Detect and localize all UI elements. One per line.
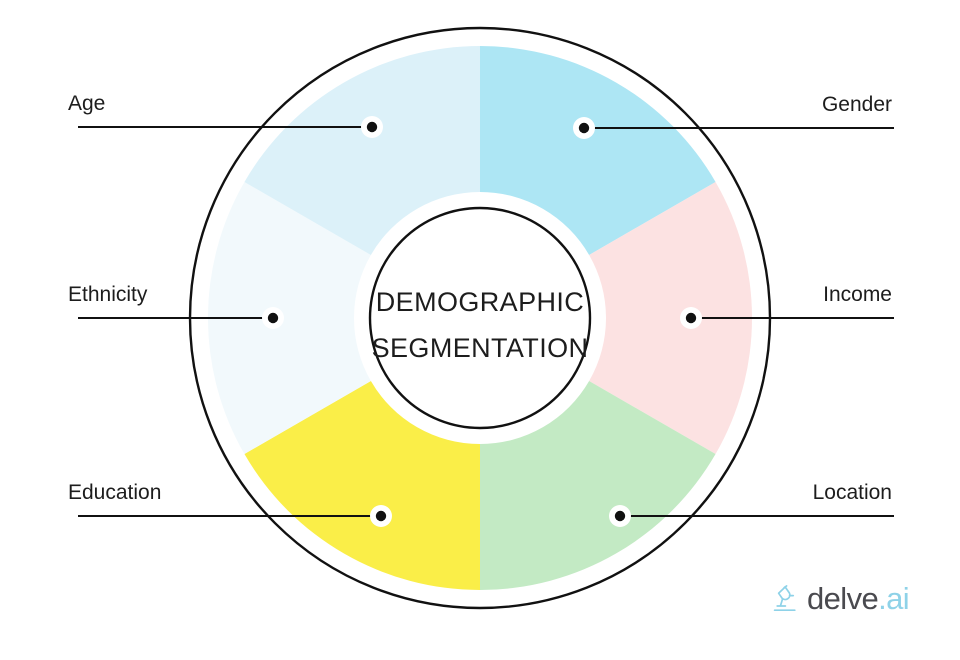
connector-dot-ethnicity[interactable] [267, 312, 279, 324]
segment-group [207, 46, 752, 590]
connector-dot-location[interactable] [614, 510, 626, 522]
callout-ethnicity[interactable]: Ethnicity [68, 283, 284, 329]
brand-name-tld: .ai [878, 581, 910, 616]
segment-age[interactable] [480, 46, 716, 255]
segment-gender[interactable] [589, 182, 752, 454]
callout-income[interactable]: Income [680, 283, 894, 329]
segment-income[interactable] [480, 381, 716, 590]
label-gender: Gender [822, 93, 892, 116]
delve-ai-logo[interactable]: delve.ai [772, 581, 910, 616]
callout-education[interactable]: Education [68, 481, 392, 527]
callout-location[interactable]: Location [609, 481, 894, 527]
microscope-icon [773, 584, 796, 611]
connector-dot-education[interactable] [375, 510, 387, 522]
center-title-line-2: SEGMENTATION [372, 333, 589, 363]
label-ethnicity: Ethnicity [68, 283, 148, 306]
segment-education[interactable] [207, 182, 371, 454]
connector-dot-income[interactable] [685, 312, 697, 324]
brand-wordmark: delve.ai [807, 581, 910, 616]
brand-name-main: delve [807, 581, 879, 616]
center-title-line-1: DEMOGRAPHIC [376, 287, 584, 317]
connector-dot-gender[interactable] [578, 122, 590, 134]
callout-gender[interactable]: Gender [573, 93, 894, 139]
callout-age[interactable]: Age [68, 92, 383, 138]
label-age: Age [68, 92, 105, 115]
label-location: Location [813, 481, 892, 504]
segment-location[interactable] [244, 381, 480, 590]
connector-dot-age[interactable] [366, 121, 378, 133]
segment-ethnicity[interactable] [244, 46, 480, 255]
label-income: Income [823, 283, 892, 306]
center-hub-circle [368, 206, 592, 430]
label-education: Education [68, 481, 161, 504]
